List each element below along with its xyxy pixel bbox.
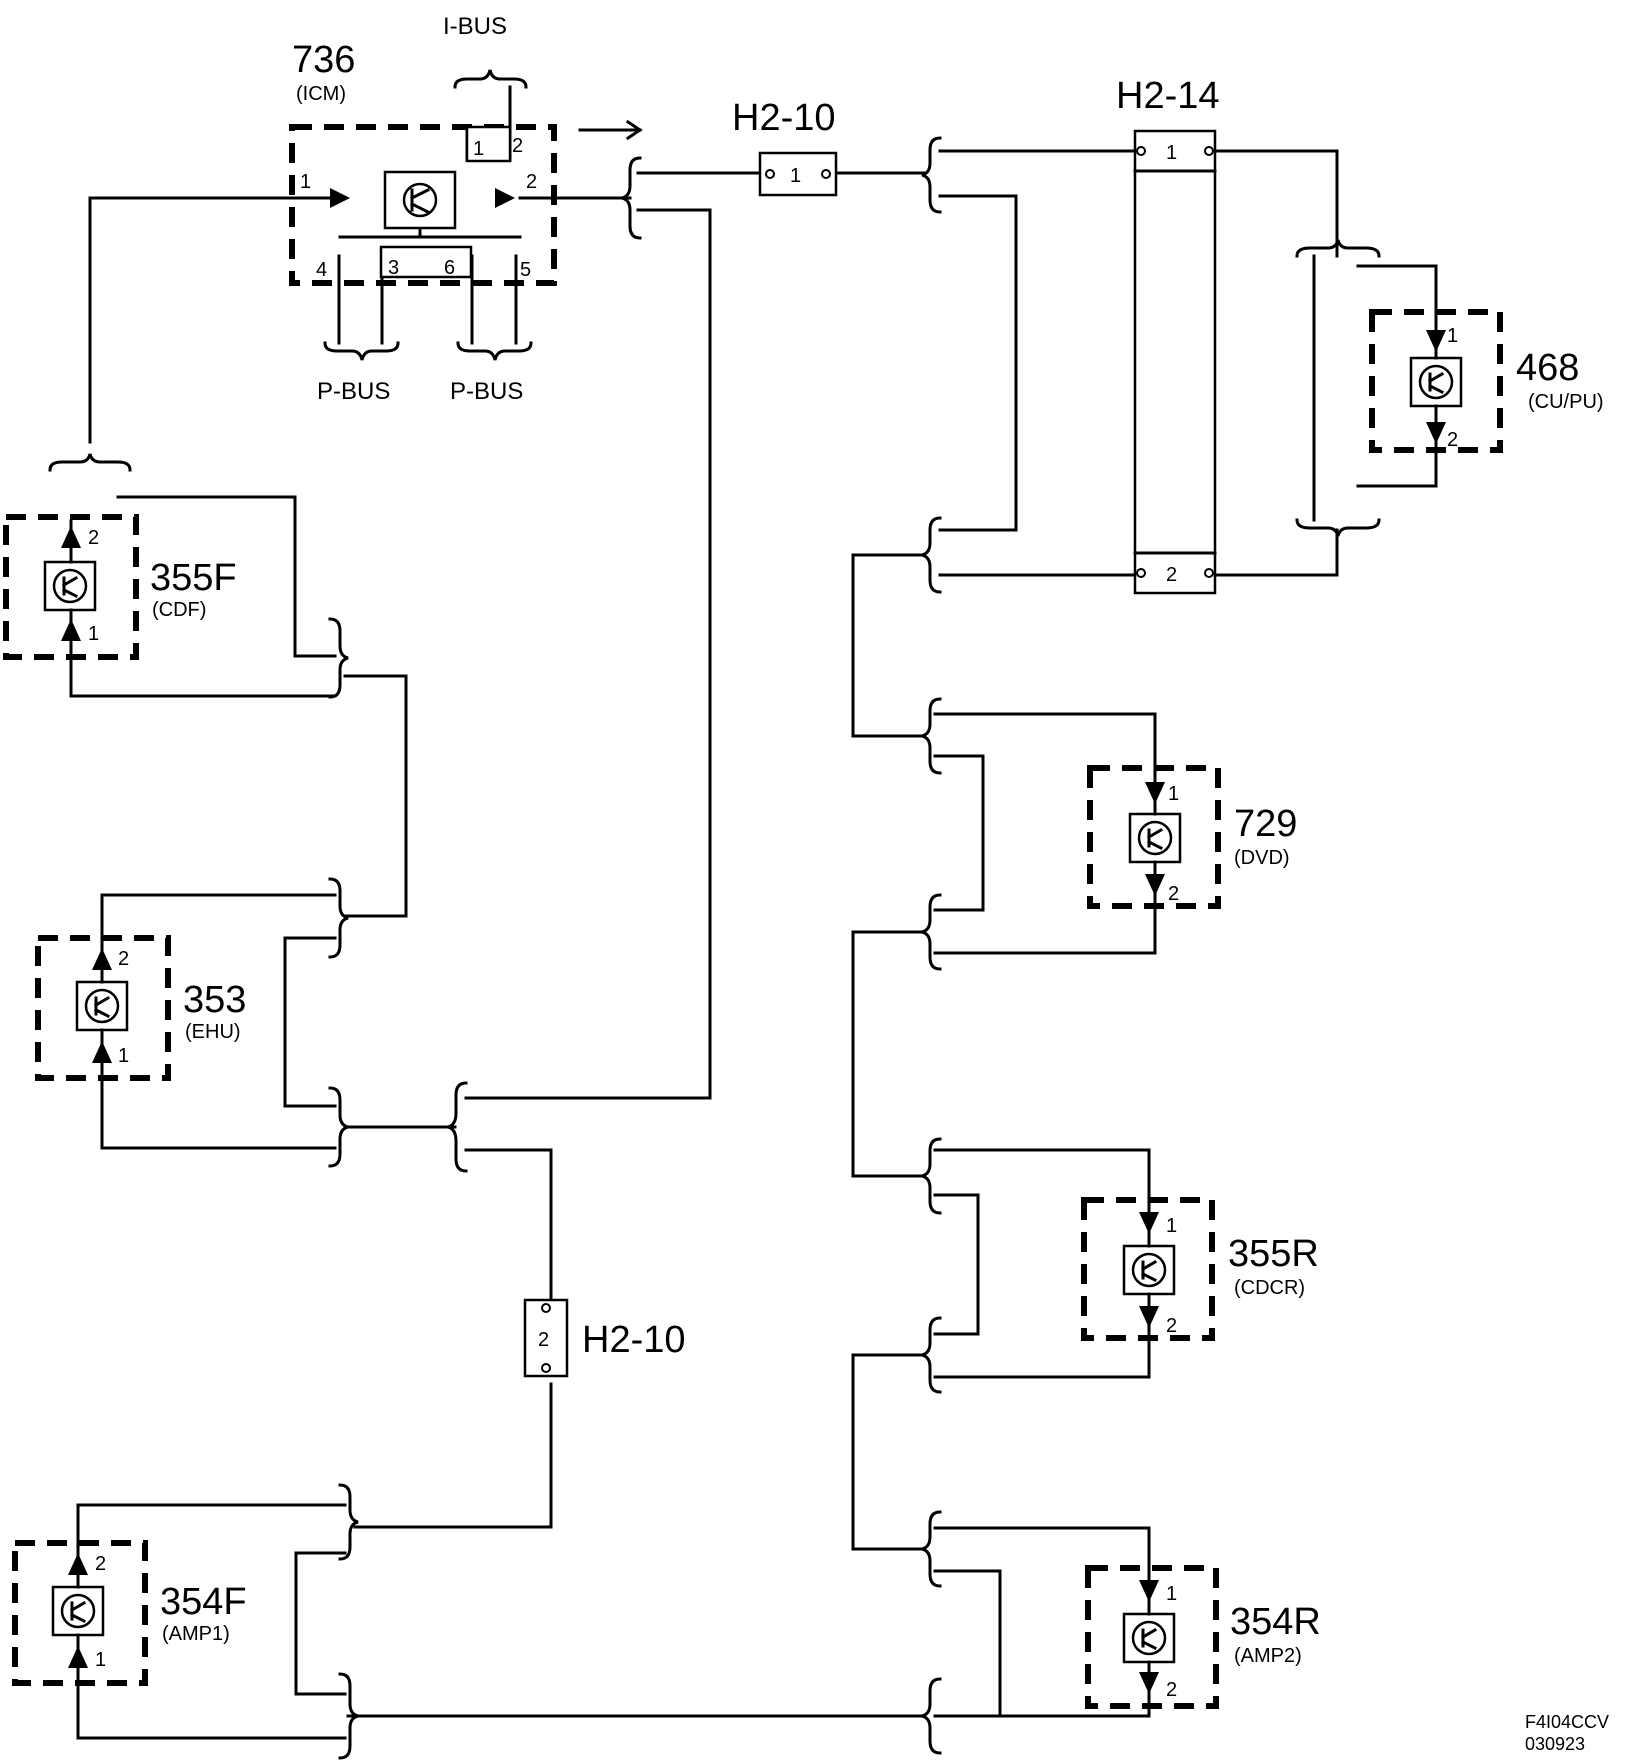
node-729-number: 729 [1234,803,1297,845]
node-354f-name: (AMP1) [162,1623,230,1645]
node-355r-pin-top: 1 [1166,1215,1177,1237]
icm-pin-6: 6 [444,257,455,279]
node-355f-number: 355F [150,557,237,599]
icm-ibus-pin-2: 2 [512,135,523,157]
node-355r-pin-bottom: 2 [1166,1315,1177,1337]
node-355r: 1 2 355R (CDCR) [1081,1197,1319,1342]
transceiver-icon [1131,1252,1167,1288]
transceiver-icon [84,988,120,1024]
pin-arrow-icon [1139,1672,1159,1694]
node-729-pin-bottom: 2 [1168,883,1179,905]
node-355r-number: 355R [1228,1233,1319,1275]
icm-pin-1: 1 [300,171,311,193]
icm-pin-3: 3 [388,257,399,279]
h2-14-label: H2-14 [1116,75,1220,117]
node-468-name: (CU/PU) [1528,391,1604,413]
connector-h2-14: H2-14 1 2 [1116,75,1220,595]
h2-10-top-pin: 1 [790,165,801,187]
icm-ibus-pin-1: 1 [473,138,484,160]
icm-name: (ICM) [296,83,346,105]
transceiver-icon [1137,820,1173,856]
pin-arrow-icon [68,1553,88,1575]
document-ref: F4I04CCV [1525,1712,1609,1732]
icm-module: 736 (ICM) 1 2 4 3 6 5 1 2 [289,39,643,286]
node-729-name: (DVD) [1234,847,1290,869]
icm-number: 736 [292,39,355,81]
h2-10-mid-label: H2-10 [582,1319,686,1361]
node-354r: 1 2 354R (AMP2) [1085,1565,1321,1709]
h2-14-pin-2: 2 [1166,564,1177,586]
transceiver-icon [402,182,438,218]
node-729-pin-top: 1 [1168,783,1179,805]
ibus-label: I-BUS [443,13,507,40]
node-468-number: 468 [1516,347,1579,389]
node-354r-pin-top: 1 [1166,1583,1177,1605]
pin-arrow-icon [61,619,81,641]
pin-arrow-icon [1145,874,1165,896]
node-354f-number: 354F [160,1581,247,1623]
node-353: 2 1 353 (EHU) [35,935,246,1081]
icm-pin-5: 5 [520,259,531,281]
node-354f-pin-top: 2 [95,1553,106,1575]
input-arrow-icon [330,188,350,208]
node-355f-pin-top: 2 [88,527,99,549]
h2-14-pin-1: 1 [1166,142,1177,164]
pin-arrow-icon [1139,1212,1159,1234]
node-468-pin-top: 1 [1447,325,1458,347]
node-468-pin-bottom: 2 [1447,429,1458,451]
pin-arrow-icon [61,526,81,548]
node-354r-number: 354R [1230,1601,1321,1643]
pin-arrow-icon [1426,330,1446,352]
pin-arrow-icon [92,948,112,970]
output-arrow-icon [495,188,515,208]
connector-h2-10-top: H2-10 1 [732,97,838,197]
node-355f-pin-bottom: 1 [88,623,99,645]
icm-pin-4: 4 [316,259,327,281]
pin-arrow-icon [1426,422,1446,444]
node-354r-pin-bottom: 2 [1166,1679,1177,1701]
node-353-number: 353 [183,979,246,1021]
transceiver-icon [1131,1620,1167,1656]
transceiver-icon [52,568,88,604]
node-353-name: (EHU) [185,1021,241,1043]
pin-arrow-icon [1139,1306,1159,1328]
transceiver-icon [1418,364,1454,400]
pin-arrow-icon [1139,1580,1159,1602]
connector-h2-10-mid: 2 H2-10 [523,1298,686,1378]
h2-10-top-label: H2-10 [732,97,836,139]
h2-10-mid-pin: 2 [538,1329,549,1351]
node-354r-name: (AMP2) [1234,1645,1302,1667]
pbus-left-label: P-BUS [317,378,390,405]
icm-pin-2: 2 [526,171,537,193]
splice-braces [48,69,1381,1760]
node-354f-pin-bottom: 1 [95,1649,106,1671]
node-353-pin-top: 2 [118,948,129,970]
node-355f-name: (CDF) [152,599,206,621]
pin-arrow-icon [92,1041,112,1063]
wiring [69,85,1438,1740]
pin-arrow-icon [68,1646,88,1668]
node-354f: 2 1 354F (AMP1) [12,1540,247,1686]
pin-arrow-icon [1145,782,1165,804]
node-355r-name: (CDCR) [1234,1277,1305,1299]
document-date: 030923 [1525,1734,1585,1754]
node-729: 1 2 729 (DVD) [1087,765,1297,912]
node-353-pin-bottom: 1 [118,1045,129,1067]
node-468: 1 2 468 (CU/PU) [1369,308,1604,458]
pbus-right-label: P-BUS [450,378,523,405]
transceiver-icon [60,1593,96,1629]
node-355f: 2 1 355F (CDF) [3,514,237,660]
